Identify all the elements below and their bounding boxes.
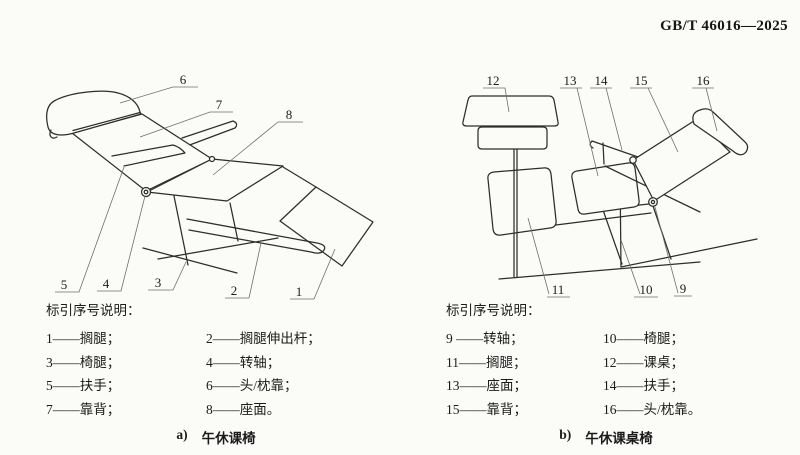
callout-number: 15 bbox=[635, 73, 648, 88]
callout-number: 6 bbox=[180, 72, 187, 87]
legend-item: 13——座面； bbox=[446, 378, 527, 393]
callout-number: 11 bbox=[552, 282, 565, 297]
hinge-small-circle bbox=[208, 155, 216, 163]
leader-7 bbox=[139, 111, 233, 138]
callout-number: 4 bbox=[103, 276, 110, 291]
leader-5 bbox=[55, 166, 125, 293]
leader-11 bbox=[527, 217, 570, 298]
floor-skid-rear bbox=[620, 238, 758, 268]
legend-item: 14——扶手； bbox=[603, 378, 684, 393]
standard-number: GB/T 46016—2025 bbox=[660, 18, 788, 34]
callout-number: 12 bbox=[487, 73, 500, 88]
leader-16 bbox=[692, 87, 718, 132]
callout-number: 14 bbox=[595, 73, 609, 88]
callout-number: 10 bbox=[640, 282, 653, 297]
callout-number: 13 bbox=[564, 73, 577, 88]
leader-1 bbox=[290, 248, 336, 300]
legrest-board bbox=[487, 167, 557, 236]
desk-box bbox=[477, 126, 548, 150]
legrest-board bbox=[279, 186, 374, 267]
legend-item: 16——头/枕靠。 bbox=[603, 401, 702, 417]
headrest-seam bbox=[72, 111, 141, 132]
legend-item: 8——座面。 bbox=[206, 401, 281, 417]
caption-text: 午休课椅 bbox=[201, 431, 256, 446]
chair-leg-front bbox=[173, 195, 189, 266]
headrest-cushion bbox=[692, 108, 749, 156]
figure-b-drawing: 12 13 14 15 16 11 10 9 bbox=[462, 73, 758, 298]
hinge-tab-circle bbox=[629, 156, 637, 164]
legend-item: 4——转轴； bbox=[206, 354, 281, 370]
legend-item: 11——搁腿； bbox=[446, 354, 527, 370]
seat-panel bbox=[571, 162, 640, 215]
callout-number: 8 bbox=[286, 107, 293, 122]
legend-item: 6——头/枕靠； bbox=[206, 378, 298, 393]
legend-item: 15——靠背； bbox=[446, 401, 527, 417]
pivot-inner-circle bbox=[650, 199, 656, 205]
legend-item: 3——椅腿； bbox=[46, 354, 121, 370]
legend-title: 标引序号说明： bbox=[446, 303, 541, 318]
caption-text: 午休课桌椅 bbox=[585, 431, 653, 446]
leader-6 bbox=[119, 86, 198, 104]
caption-figure-a: a) 午休课椅 bbox=[106, 427, 326, 447]
caption-prefix: b) bbox=[559, 427, 572, 442]
headrest-cushion bbox=[46, 90, 142, 136]
legend-figure-b: 标引序号说明： 9 ——转轴； 10——椅腿； 11——搁腿； 12——课桌； … bbox=[446, 302, 800, 418]
callout-number: 2 bbox=[231, 283, 238, 298]
callout-number: 7 bbox=[216, 97, 223, 112]
far-armrest-lines bbox=[181, 120, 238, 147]
caption-prefix: a) bbox=[176, 427, 188, 442]
desk-pedestal bbox=[513, 148, 518, 278]
near-armrest-lines bbox=[111, 144, 186, 167]
legend-grid: 9 ——转轴； 10——椅腿； 11——搁腿； 12——课桌； 13——座面； … bbox=[446, 330, 800, 418]
backrest-panel bbox=[632, 118, 731, 202]
legend-item: 1——搁腿； bbox=[46, 331, 121, 346]
callout-number: 3 bbox=[155, 275, 162, 290]
leader-10 bbox=[620, 239, 658, 298]
callout-number: 16 bbox=[697, 73, 711, 88]
leader-14 bbox=[590, 87, 623, 151]
legend-title: 标引序号说明： bbox=[46, 303, 141, 318]
leader-9 bbox=[654, 206, 692, 297]
caption-figure-b: b) 午休课桌椅 bbox=[496, 427, 716, 447]
pivot-inner-circle bbox=[143, 189, 149, 195]
desk-top bbox=[462, 95, 559, 127]
floor-skid-front bbox=[142, 247, 238, 274]
leader-2 bbox=[225, 242, 262, 299]
floor-skid-rear bbox=[157, 237, 279, 260]
seat-legrest-connector bbox=[282, 166, 317, 188]
legend-item: 5——扶手； bbox=[46, 378, 121, 393]
leader-4 bbox=[97, 195, 146, 292]
legend-item: 9 ——转轴； bbox=[446, 331, 524, 346]
callout-number: 9 bbox=[680, 281, 687, 296]
floor-skid-front bbox=[498, 261, 701, 280]
chair-leg-front bbox=[602, 209, 623, 265]
leader-13 bbox=[560, 87, 599, 177]
pivot-outer-circle bbox=[648, 197, 658, 207]
leader-15 bbox=[630, 87, 679, 153]
legend-item: 7——靠背； bbox=[46, 401, 121, 417]
legrest-extension-rod bbox=[186, 218, 326, 254]
callout-number: 1 bbox=[296, 284, 303, 299]
side-rail bbox=[555, 212, 652, 226]
legend-item: 10——椅腿； bbox=[603, 331, 684, 346]
figure-a-drawing: 6 7 8 5 4 3 2 1 bbox=[46, 72, 374, 300]
legend-item: 2——搁腿伸出杆； bbox=[206, 331, 321, 346]
callout-number: 5 bbox=[61, 277, 68, 292]
leader-3 bbox=[148, 261, 187, 291]
leader-12 bbox=[483, 87, 510, 113]
pivot-outer-circle bbox=[140, 186, 152, 198]
legend-grid: 1——搁腿； 2——搁腿伸出杆； 3——椅腿； 4——转轴； 5——扶手； 6—… bbox=[46, 330, 406, 418]
seat-panel bbox=[146, 158, 284, 202]
legend-figure-a: 标引序号说明： 1——搁腿； 2——搁腿伸出杆； 3——椅腿； 4——转轴； 5… bbox=[46, 302, 406, 418]
headrest-foot bbox=[49, 129, 58, 139]
legend-item: 12——课桌； bbox=[603, 354, 684, 370]
chair-leg-rear bbox=[229, 202, 239, 242]
leader-8 bbox=[212, 121, 303, 176]
